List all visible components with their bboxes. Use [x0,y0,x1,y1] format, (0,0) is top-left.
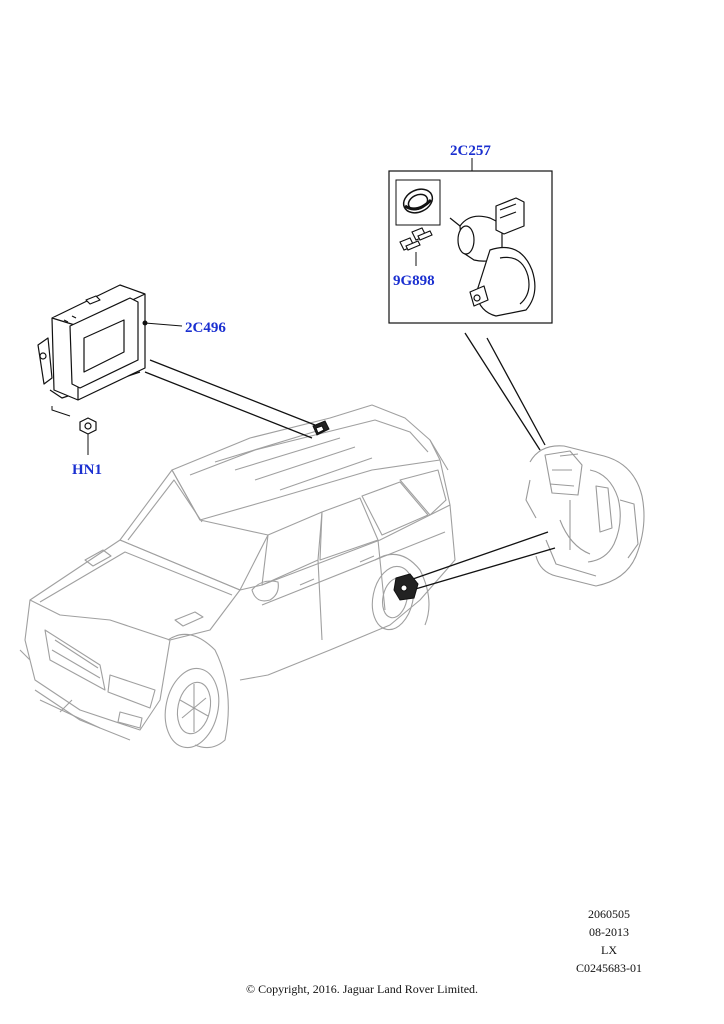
model-code: LX [601,943,617,957]
brake-actuator-motor-icon[interactable] [449,197,536,317]
callout-2c496[interactable]: 2C496 [185,320,226,336]
module-bracket-line [51,406,71,417]
callout-2c257[interactable]: 2C257 [450,143,491,159]
copyright-notice: © Copyright, 2016. Jaguar Land Rover Lim… [245,982,479,996]
reference-number: C0245683-01 [576,961,642,975]
seal-kit-box [395,179,441,226]
module-location-lines [144,359,316,439]
module-mount-point [312,420,330,436]
rear-wheel-actuator-point [393,573,419,601]
callout-hn1[interactable]: HN1 [72,462,102,478]
control-module-icon[interactable] [37,284,146,401]
callout-9g898[interactable]: 9G898 [393,273,435,289]
caliper-location-lines [409,531,556,591]
illustration-date: 08-2013 [589,925,629,939]
illustration-number: 2060505 [588,907,630,921]
bolt-icon[interactable] [399,227,433,251]
kit-2c257-box [388,170,553,324]
vehicle-outline-icon [19,404,456,749]
nut-icon[interactable] [79,417,97,435]
actuator-location-lines [464,332,546,451]
brake-caliper-icon [525,445,645,587]
leader-2c496 [144,322,183,327]
o-ring-seal-icon[interactable] [400,185,436,218]
